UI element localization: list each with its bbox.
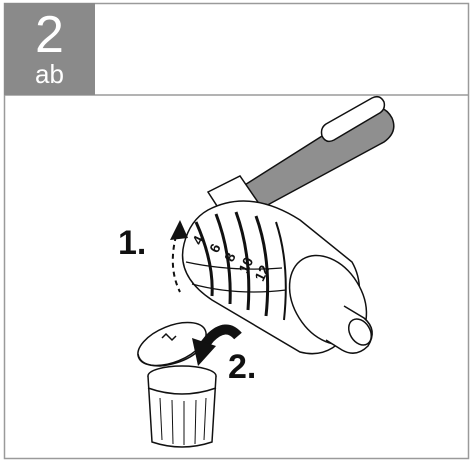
drop-arrow-icon (192, 324, 242, 366)
container-cup (147, 365, 217, 448)
rotate-arrow-icon (170, 220, 188, 293)
step2-label: 2. (228, 348, 257, 386)
cartridge-body (181, 200, 373, 355)
step1-label: 1. (118, 224, 147, 262)
cap-lid (137, 321, 209, 367)
outer-border (3, 2, 470, 460)
step-badge: 2 ab (4, 3, 95, 95)
step-number: 2 (35, 6, 64, 64)
step-sub: ab (35, 59, 64, 89)
